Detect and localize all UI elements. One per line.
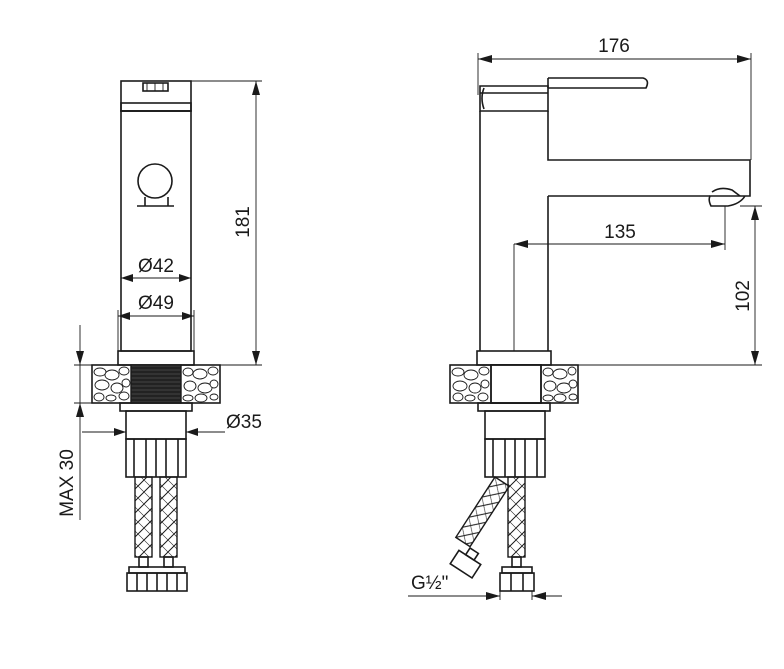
dimension-max-thickness: MAX 30: [57, 325, 92, 520]
stone-texture-side-left: [451, 366, 490, 402]
front-view: 181 Ø42 Ø49 Ø35: [57, 80, 262, 592]
dimension-height-102: 102: [578, 205, 762, 366]
countertop-front: [91, 364, 221, 404]
length-label: 176: [598, 36, 630, 57]
max-thickness-label: MAX 30: [57, 449, 78, 517]
dimension-height-181: 181: [168, 80, 262, 366]
supply-hoses-front: [126, 476, 188, 592]
dimension-length-176: 176: [477, 36, 752, 160]
dimension-diameter-49: Ø49: [117, 293, 195, 351]
countertop-side: [449, 364, 579, 404]
side-view: 176 135 102 G½": [408, 36, 762, 600]
spout-height-label: 102: [733, 280, 754, 312]
stone-texture-right: [182, 366, 219, 403]
faucet-body-front: [117, 80, 195, 366]
thread-label: G½": [411, 573, 448, 594]
supply-hoses-side: [449, 476, 535, 592]
shank-diameter-label: Ø35: [226, 412, 262, 433]
stone-texture-side-right: [542, 366, 578, 403]
dimension-diameter-42: Ø42: [121, 256, 191, 282]
body-diameter-label: Ø42: [138, 256, 174, 277]
mounting-nut-front: [119, 402, 193, 478]
dimension-diameter-35: Ø35: [82, 412, 262, 436]
base-diameter-label: Ø49: [138, 293, 174, 314]
dimension-reach-135: 135: [513, 206, 726, 351]
mounting-nut-side: [477, 402, 551, 478]
dimension-thread: G½": [408, 573, 562, 600]
lever-knob: [137, 163, 174, 207]
faucet-body-side: [476, 77, 751, 366]
spout-reach-label: 135: [604, 222, 636, 243]
height-label: 181: [233, 206, 254, 238]
stone-texture-left: [93, 366, 131, 402]
